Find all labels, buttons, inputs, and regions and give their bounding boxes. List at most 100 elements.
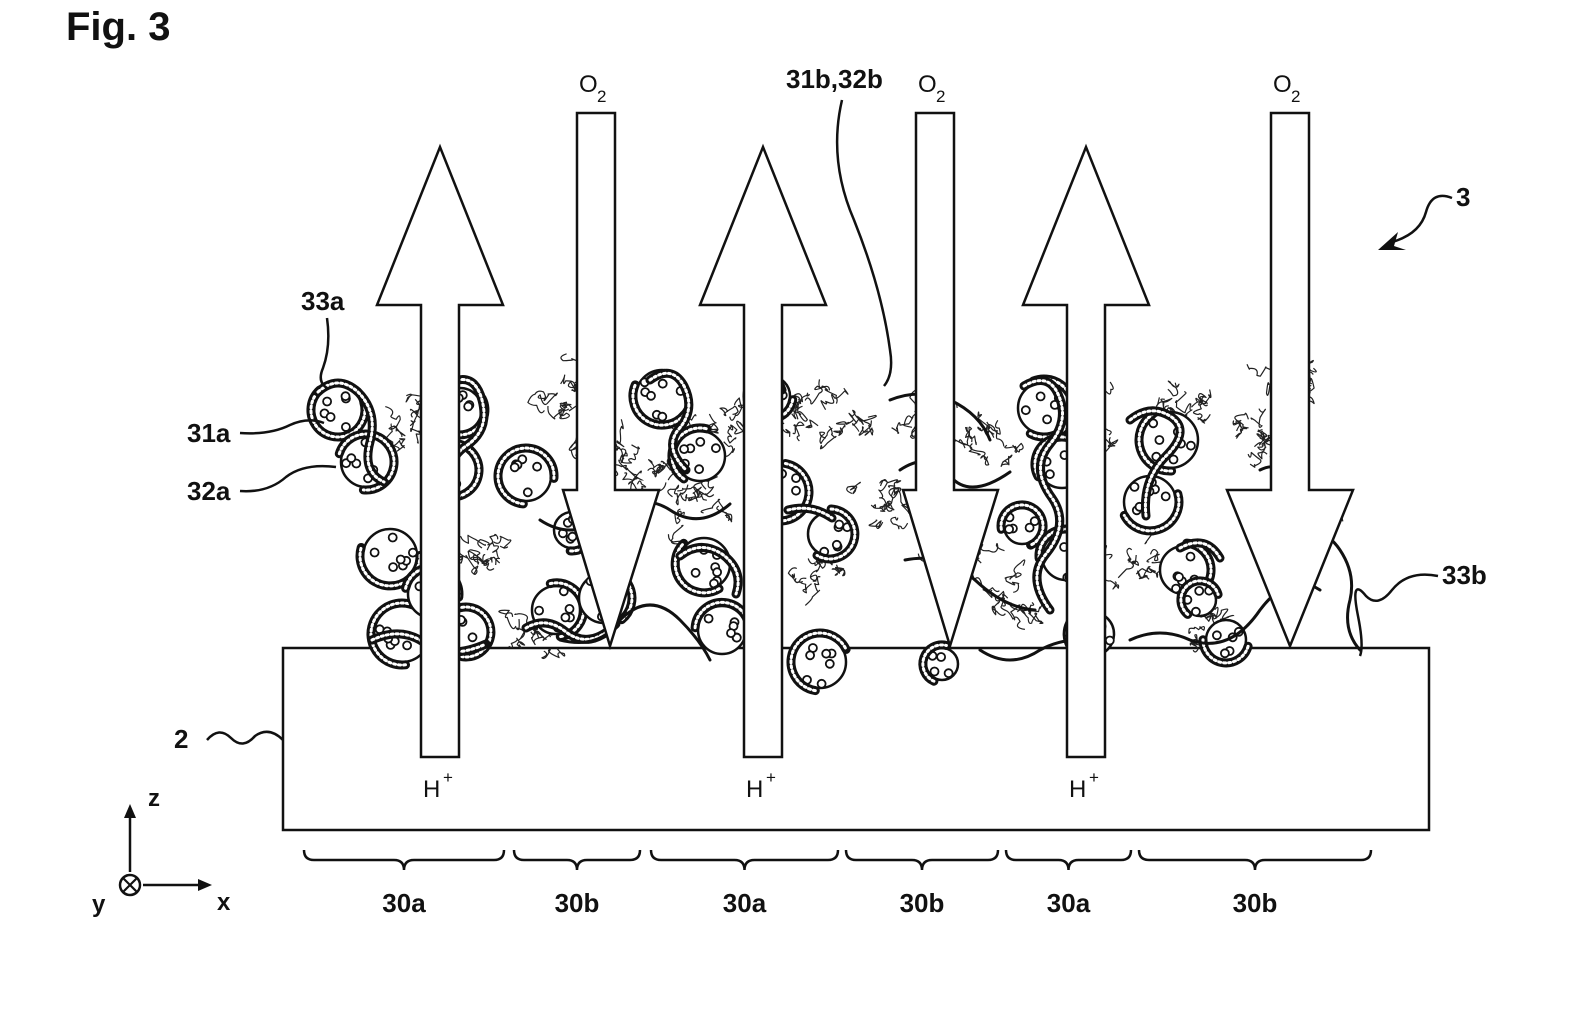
leader-32a [240, 466, 336, 491]
platinum-dot [647, 392, 655, 400]
platinum-dot [705, 615, 713, 623]
platinum-dot [727, 629, 735, 637]
platinum-dot [1155, 436, 1163, 444]
platinum-dot [1026, 524, 1034, 532]
platinum-dot [680, 445, 688, 453]
coordinate-axes: z y x [92, 785, 231, 918]
platinum-dot [1213, 631, 1221, 639]
region-label: 30b [555, 888, 600, 918]
platinum-dot [792, 487, 800, 495]
leader-33a [321, 318, 329, 388]
platinum-dot [389, 534, 397, 542]
axis-z-label: z [148, 785, 160, 812]
region-label: 30a [1047, 888, 1091, 918]
platinum-dot [1195, 587, 1203, 595]
platinum-dot [533, 463, 541, 471]
platinum-dot [835, 521, 843, 529]
label-33a: 33a [301, 286, 345, 316]
svg-text:+: + [766, 768, 776, 787]
label-3: 3 [1456, 182, 1470, 212]
substrate-ref-label: 2 [174, 724, 188, 754]
label-31b-32b: 31b,32b [786, 64, 883, 94]
oxygen-arrow-2 [903, 113, 998, 646]
platinum-dot [566, 605, 574, 613]
leader-33b [1355, 575, 1438, 656]
platinum-dot [1037, 392, 1045, 400]
platinum-dot [371, 549, 379, 557]
oxygen-label-1: O 2 [579, 71, 606, 106]
leader-3 [1392, 196, 1452, 242]
region-brace [846, 850, 998, 870]
platinum-dot [347, 454, 355, 462]
svg-text:+: + [1089, 768, 1099, 787]
platinum-dot [659, 380, 667, 388]
carbon-cluster [820, 386, 877, 449]
platinum-dot [713, 568, 721, 576]
platinum-dot [469, 633, 477, 641]
platinum-dot [1187, 553, 1195, 561]
platinum-dot [695, 465, 703, 473]
platinum-dot [806, 651, 814, 659]
region-brace [1139, 850, 1371, 870]
oxygen-arrow-3 [1227, 113, 1353, 646]
platinum-dot [1131, 483, 1139, 491]
svg-text:2: 2 [597, 87, 606, 106]
platinum-dot [833, 541, 841, 549]
platinum-dot [323, 398, 331, 406]
platinum-dot [1187, 442, 1195, 450]
platinum-dot [712, 444, 720, 452]
platinum-dot [822, 650, 830, 658]
platinum-dot [1106, 637, 1114, 645]
platinum-dot [1175, 573, 1183, 581]
leader-31b-32b [837, 100, 891, 386]
platinum-dot [535, 607, 543, 615]
platinum-dot [826, 660, 834, 668]
region-brace [1006, 850, 1131, 870]
region-brace [304, 850, 504, 870]
platinum-dot [1162, 492, 1170, 500]
substrate-leader-line [207, 732, 283, 744]
z-arrowhead [124, 804, 136, 818]
svg-text:2: 2 [936, 87, 945, 106]
platinum-dot [524, 488, 532, 496]
oxygen-label-2: O 2 [918, 71, 945, 106]
region-label: 30b [900, 888, 945, 918]
platinum-dot [1046, 470, 1054, 478]
platinum-dot [931, 668, 939, 676]
region-braces: 30a30b30a30b30a30b [304, 850, 1371, 918]
platinum-dot [403, 641, 411, 649]
platinum-dot [692, 569, 700, 577]
label-31a: 31a [187, 418, 231, 448]
platinum-dot [696, 438, 704, 446]
label-32a: 32a [187, 476, 231, 506]
platinum-dot [327, 413, 335, 421]
platinum-dot [1192, 608, 1200, 616]
platinum-dot [1022, 406, 1030, 414]
platinum-dot [397, 556, 405, 564]
label-33b: 33b [1442, 560, 1487, 590]
platinum-dot [511, 463, 519, 471]
svg-text:H: H [1069, 776, 1086, 803]
platinum-dot [945, 669, 953, 677]
svg-text:H: H [423, 776, 440, 803]
platinum-dot [658, 413, 666, 421]
platinum-dot [464, 403, 472, 411]
svg-text:H: H [746, 776, 763, 803]
platinum-dot [937, 653, 945, 661]
svg-text:O: O [1273, 71, 1292, 98]
platinum-dot [342, 392, 350, 400]
carbon-cluster [454, 534, 511, 575]
axis-x-label: x [217, 889, 231, 916]
platinum-dot [818, 680, 826, 688]
svg-text:2: 2 [1291, 87, 1300, 106]
platinum-dot [1043, 415, 1051, 423]
region-label: 30b [1233, 888, 1278, 918]
svg-text:O: O [579, 71, 598, 98]
platinum-dot [561, 613, 569, 621]
axis-y-label: y [92, 891, 106, 918]
platinum-dot [1005, 525, 1013, 533]
svg-text:+: + [443, 768, 453, 787]
region-label: 30a [382, 888, 426, 918]
